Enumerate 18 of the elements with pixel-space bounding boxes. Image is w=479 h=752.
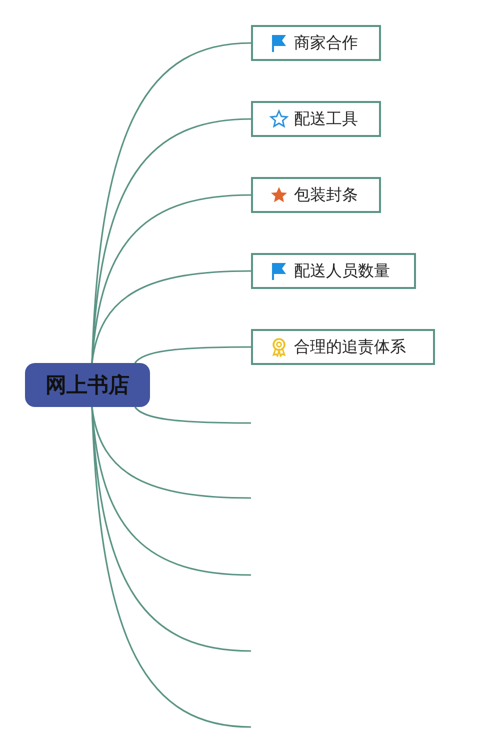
branch-line: [91, 42, 252, 364]
central-topic-label: 网上书店: [46, 372, 130, 399]
branch-line: [91, 406, 252, 728]
topic-label: 合理的追责体系: [294, 336, 406, 358]
topic-label: 配送工具: [294, 108, 358, 130]
branch-line: [91, 270, 252, 364]
topic-label: 包装封条: [294, 184, 358, 206]
topic-box: [251, 177, 381, 213]
topic-box: [251, 329, 435, 365]
branch-line: [134, 406, 251, 424]
topic-box: [251, 101, 381, 137]
topic-label: 商家合作: [294, 32, 358, 54]
central-topic-box: [25, 363, 150, 407]
branch-line: [134, 346, 251, 364]
topic-box: [251, 25, 381, 61]
topic-label: 配送人员数量: [294, 260, 390, 282]
topic-box: [251, 253, 416, 289]
branch-line: [91, 194, 252, 364]
